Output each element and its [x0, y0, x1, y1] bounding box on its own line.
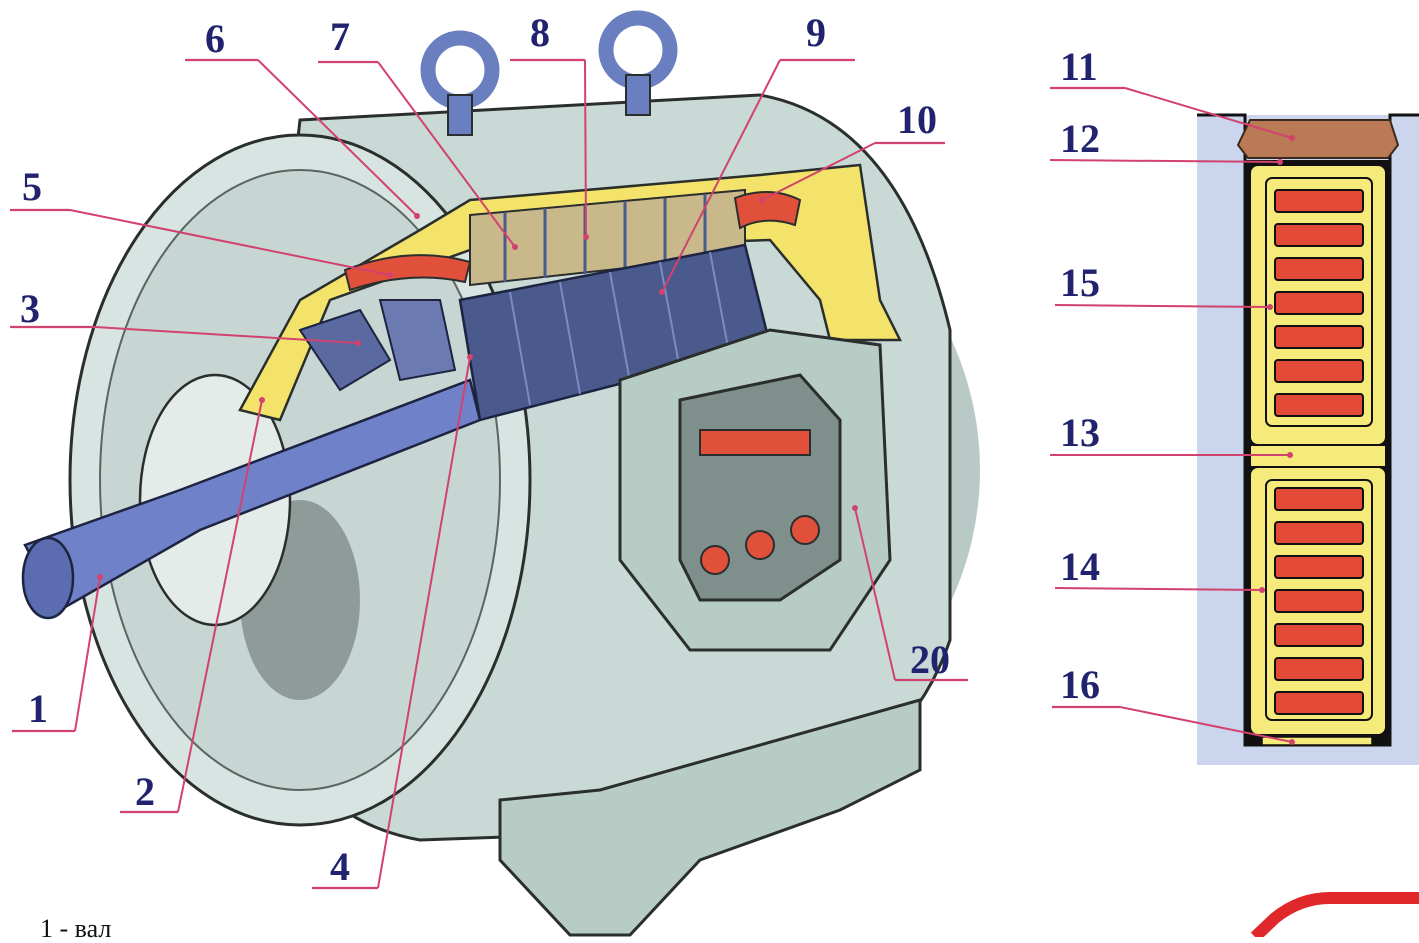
label-4: 4	[330, 844, 350, 889]
label-16: 16	[1060, 662, 1100, 707]
shaft	[21, 378, 482, 620]
callout-10: 10	[759, 97, 945, 203]
callout-11: 11	[1050, 44, 1295, 141]
callout-2: 2	[120, 397, 265, 814]
callout-6: 6	[185, 16, 420, 219]
callout-12: 12	[1049, 116, 1283, 165]
slot-wedge	[1236, 119, 1400, 159]
label-9: 9	[806, 10, 826, 55]
label-20: 20	[910, 637, 950, 682]
next-figure-fragment	[1250, 892, 1419, 937]
label-13: 13	[1060, 410, 1100, 455]
motor-feet	[498, 698, 922, 937]
callout-15: 15	[1054, 260, 1273, 310]
callout-14: 14	[1054, 544, 1265, 593]
fan	[298, 299, 457, 392]
callout-20: 20	[852, 505, 968, 682]
callout-8: 8	[510, 10, 589, 240]
callout-1: 1	[12, 574, 103, 733]
label-7: 7	[330, 14, 350, 59]
label-6: 6	[205, 16, 225, 61]
label-14: 14	[1060, 544, 1100, 589]
callout-13: 13	[1050, 410, 1293, 458]
label-3: 3	[20, 286, 40, 331]
callout-3: 3	[10, 286, 361, 346]
label-5: 5	[22, 164, 42, 209]
callout-5: 5	[10, 164, 393, 278]
callouts: 1 2 3 4 5	[10, 10, 1295, 890]
label-12: 12	[1060, 116, 1100, 161]
slot-cross-section	[1197, 113, 1419, 765]
caption-fragment: 1 - вал	[40, 914, 112, 943]
label-10: 10	[897, 97, 937, 142]
callout-4: 4	[312, 354, 473, 890]
slot-bottom-insulation	[1261, 736, 1373, 746]
winding-end-turns	[343, 190, 802, 292]
upper-conductors	[1274, 189, 1364, 417]
label-1: 1	[28, 686, 48, 731]
label-15: 15	[1060, 260, 1100, 305]
callout-9: 9	[659, 10, 855, 295]
terminal-box	[618, 328, 892, 652]
eye-bolts	[420, 10, 678, 136]
label-11: 11	[1060, 44, 1098, 89]
lower-conductors	[1274, 487, 1364, 715]
callout-16: 16	[1052, 662, 1295, 745]
callout-7: 7	[318, 14, 518, 250]
motor-illustration	[21, 10, 980, 937]
label-8: 8	[530, 10, 550, 55]
label-2: 2	[135, 769, 155, 814]
